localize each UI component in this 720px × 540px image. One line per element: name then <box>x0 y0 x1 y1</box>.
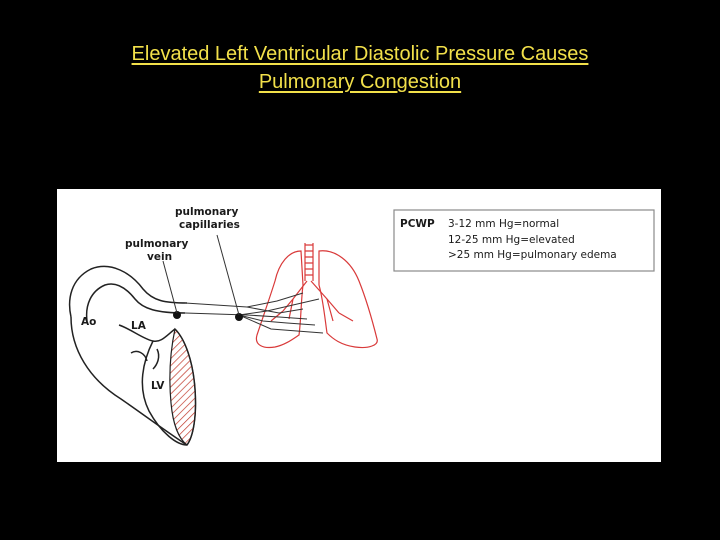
capillary-dot <box>235 313 243 321</box>
label-left-atrium: LA <box>131 320 147 332</box>
pcwp-box <box>393 209 655 272</box>
heart-illustration <box>68 265 197 446</box>
label-left-ventricle: LV <box>151 380 165 392</box>
pcwp-line-edema: >25 mm Hg=pulmonary edema <box>448 249 617 261</box>
title-line-1: Elevated Left Ventricular Diastolic Pres… <box>131 43 589 65</box>
label-aorta: Ao <box>81 316 96 328</box>
label-pulmonary-vein-1: pulmonary <box>125 238 188 250</box>
pcwp-label: PCWP <box>400 218 435 230</box>
label-pulmonary-capillaries-1: pulmonary <box>175 206 238 218</box>
pulmonary-vessels <box>184 292 324 334</box>
label-pointers <box>162 234 240 316</box>
pcwp-line-normal: 3-12 mm Hg=normal <box>448 218 559 230</box>
pcwp-line-elevated: 12-25 mm Hg=elevated <box>448 234 575 246</box>
pcwp-legend: PCWP 3-12 mm Hg=normal 12-25 mm Hg=eleva… <box>393 209 655 272</box>
lv-wall-hatch <box>169 327 197 446</box>
label-pulmonary-vein-2: vein <box>147 251 172 263</box>
heart-lung-diagram: pulmonary capillaries pulmonary vein Ao … <box>57 189 661 462</box>
title-line-2: Pulmonary Congestion <box>258 71 462 93</box>
diagram-svg: pulmonary capillaries pulmonary vein Ao … <box>68 206 655 446</box>
slide-title: Elevated Left Ventricular Diastolic Pres… <box>0 40 720 96</box>
label-pulmonary-capillaries-2: capillaries <box>179 219 240 231</box>
vein-dot <box>173 311 181 319</box>
lungs-illustration <box>255 243 378 349</box>
